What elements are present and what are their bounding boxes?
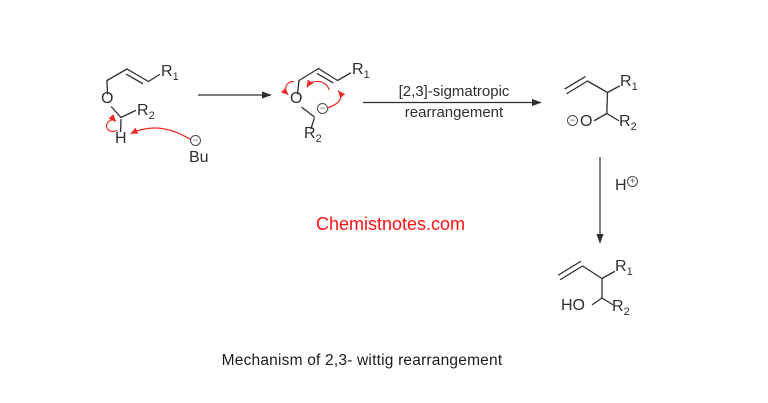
carbanion-r1-label: R1 bbox=[352, 61, 370, 82]
butyl-anion-minus-icon: − bbox=[190, 135, 201, 146]
alkoxide-r1-label: R1 bbox=[620, 73, 638, 94]
alkoxide-r2-label: R2 bbox=[619, 113, 637, 134]
caption: Mechanism of 2,3- wittig rearrangement bbox=[221, 352, 503, 369]
carbanion-intermediate-bonds bbox=[296, 67, 352, 130]
sigmatropic-label-bottom: rearrangement bbox=[404, 104, 504, 121]
alkoxide-minus-icon: − bbox=[567, 115, 578, 126]
proton-plus-icon: + bbox=[627, 176, 638, 187]
carbanion-r2-label: R2 bbox=[304, 125, 322, 146]
product-r2-label: R2 bbox=[612, 298, 630, 319]
reactant-oxygen-label: O bbox=[101, 90, 114, 107]
carbanion-minus-icon: − bbox=[317, 102, 328, 114]
proton-label: H bbox=[615, 177, 627, 194]
butyl-anion-label: Bu bbox=[189, 149, 209, 166]
sigmatropic-label-top: [2,3]-sigmatropic bbox=[398, 83, 510, 100]
reactant-r1-label: R1 bbox=[161, 63, 179, 84]
product-r1-label: R1 bbox=[615, 258, 633, 279]
product-hydroxyl-label: HO bbox=[561, 297, 585, 314]
reactant-r2-label: R2 bbox=[137, 101, 155, 122]
reactant-hydrogen-label: H bbox=[115, 130, 127, 147]
carbanion-oxygen-label: O bbox=[290, 90, 303, 107]
alkoxide-oxygen-label: O bbox=[580, 113, 593, 130]
sigmatropic-curved-arrows bbox=[280, 79, 346, 109]
reactant-allyl-ether-bonds bbox=[106, 68, 161, 133]
alkoxide-intermediate-bonds bbox=[564, 76, 621, 122]
deprotonation-curved-arrows bbox=[106, 114, 192, 141]
watermark: Chemistnotes.com bbox=[316, 214, 466, 234]
product-alcohol-bonds bbox=[557, 260, 616, 306]
